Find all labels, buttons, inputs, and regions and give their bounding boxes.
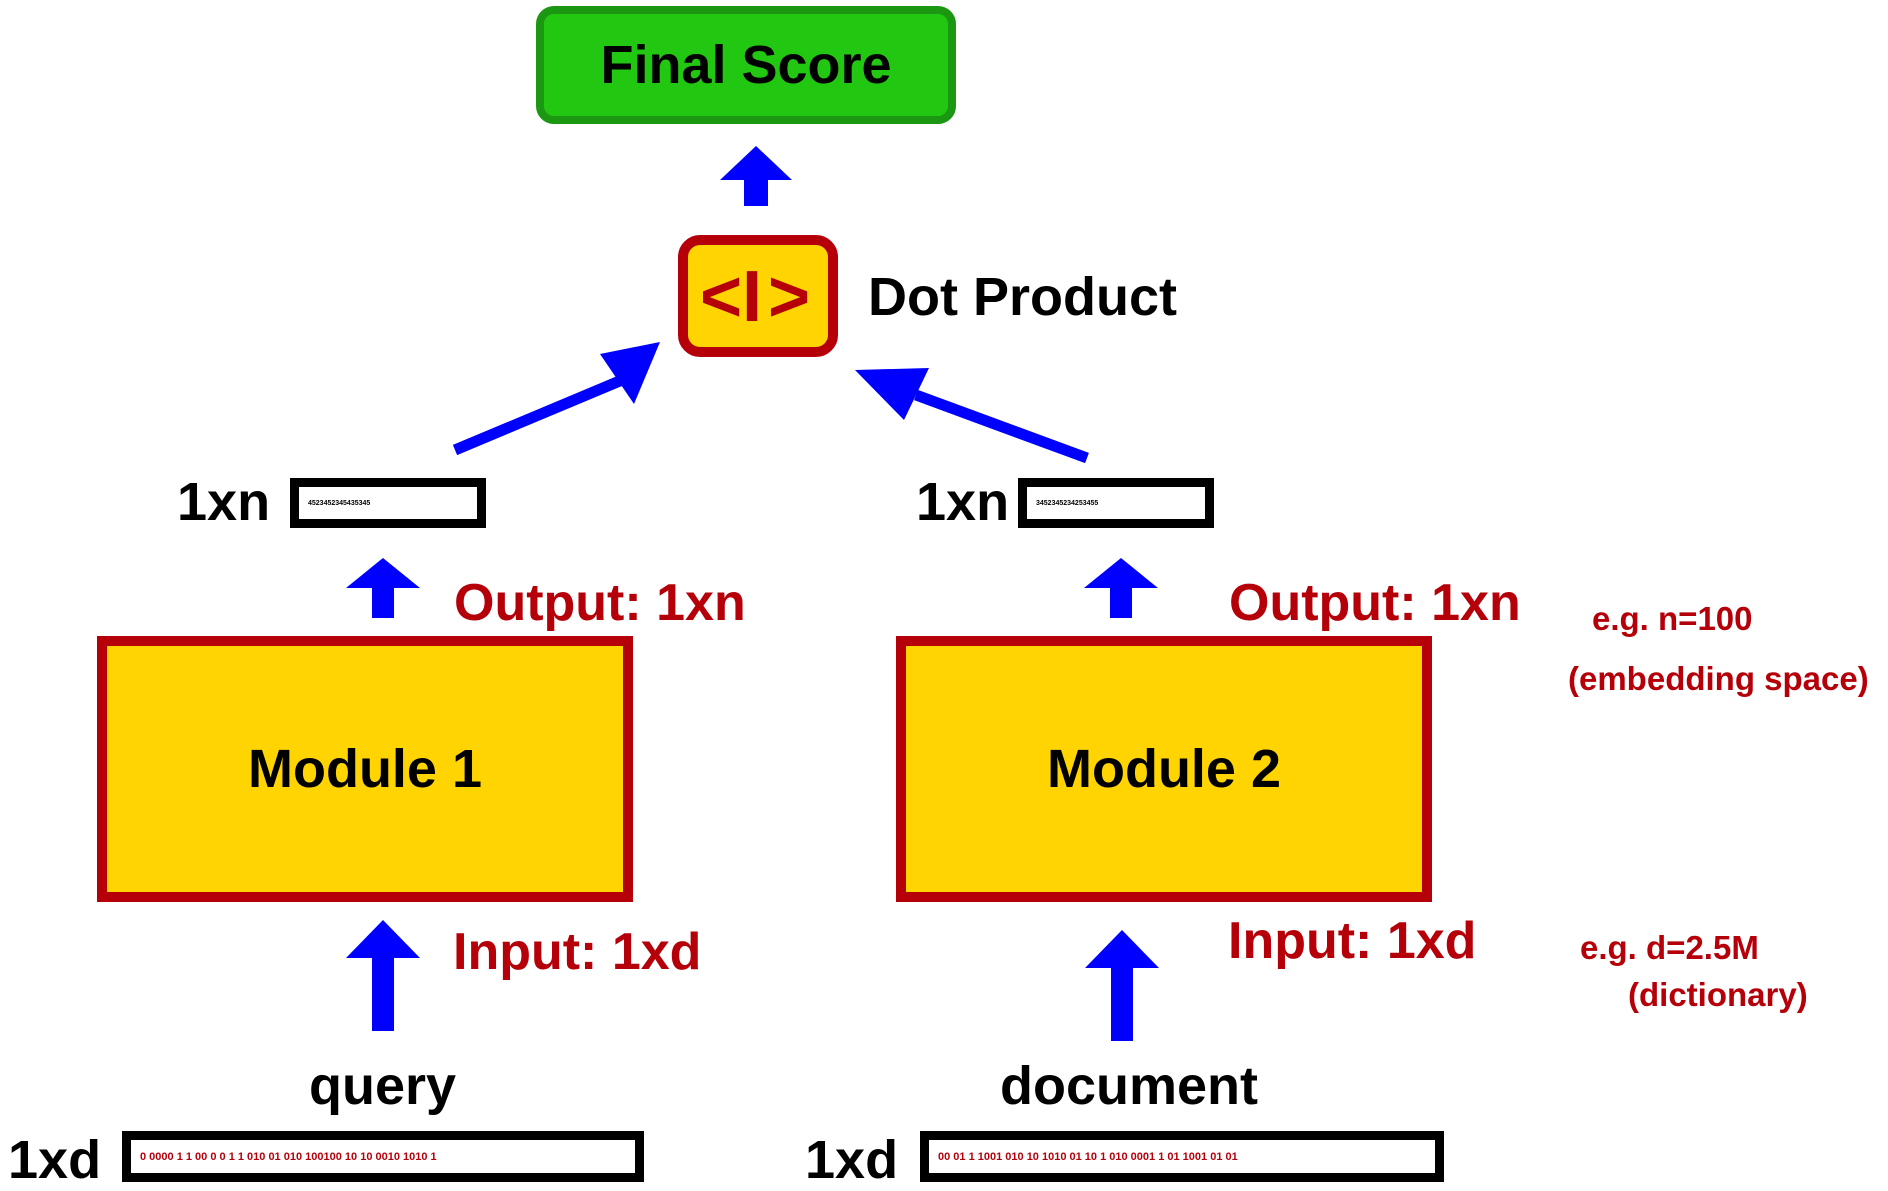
- right-input-label: Input: 1xd: [1228, 912, 1477, 970]
- arrow-to-final-score: [720, 146, 792, 206]
- module-2: Module 2: [896, 636, 1432, 902]
- dot-product-label: Dot Product: [868, 267, 1177, 327]
- query-input-vector-value: 0 0000 1 1 00 0 0 1 1 010 01 010 100100 …: [140, 1150, 437, 1163]
- arrow-module2-output: [1084, 558, 1158, 618]
- right-input-vector-label: 1xd: [805, 1130, 899, 1190]
- module-1-label: Module 1: [247, 739, 482, 799]
- note-n-description: (embedding space): [1568, 660, 1869, 697]
- left-input-label: Input: 1xd: [453, 923, 702, 981]
- dot-symbol-mid: I: [742, 257, 762, 337]
- arrow-query-input: [346, 920, 420, 1031]
- dot-symbol-left: <: [700, 257, 742, 337]
- right-embedding-label: 1xn: [916, 472, 1010, 532]
- document-label: document: [1000, 1056, 1259, 1116]
- module-2-label: Module 2: [1046, 739, 1281, 799]
- note-n-example: e.g. n=100: [1592, 600, 1753, 637]
- right-embedding-vector: 3452345234253455: [1018, 478, 1214, 528]
- arrow-module1-output: [346, 558, 420, 618]
- left-embedding-label: 1xn: [177, 472, 271, 532]
- arrow-embedding2-to-dot: [855, 368, 1089, 464]
- arrow-embedding1-to-dot: [452, 342, 660, 456]
- query-input-vector: 0 0000 1 1 00 0 0 1 1 010 01 010 100100 …: [122, 1131, 644, 1182]
- query-label: query: [309, 1056, 457, 1116]
- final-score-label: Final Score: [600, 35, 892, 95]
- dot-product-box: < I >: [678, 235, 838, 357]
- note-d-description: (dictionary): [1628, 976, 1808, 1013]
- left-input-vector-label: 1xd: [8, 1130, 102, 1190]
- left-embedding-vector: 4523452345435345: [290, 478, 486, 528]
- dot-product-icon: < I >: [700, 257, 810, 337]
- right-output-label: Output: 1xn: [1229, 574, 1521, 632]
- left-embedding-value: 4523452345435345: [308, 499, 371, 507]
- document-input-vector-value: 00 01 1 1001 010 10 1010 01 10 1 010 000…: [938, 1150, 1238, 1163]
- note-d-example: e.g. d=2.5M: [1580, 929, 1759, 966]
- document-input-vector: 00 01 1 1001 010 10 1010 01 10 1 010 000…: [920, 1131, 1444, 1182]
- dot-symbol-right: >: [768, 257, 810, 337]
- final-score-box: Final Score: [536, 6, 956, 124]
- arrow-document-input: [1085, 930, 1159, 1041]
- left-output-label: Output: 1xn: [454, 574, 746, 632]
- module-1: Module 1: [97, 636, 633, 902]
- right-embedding-value: 3452345234253455: [1036, 499, 1099, 507]
